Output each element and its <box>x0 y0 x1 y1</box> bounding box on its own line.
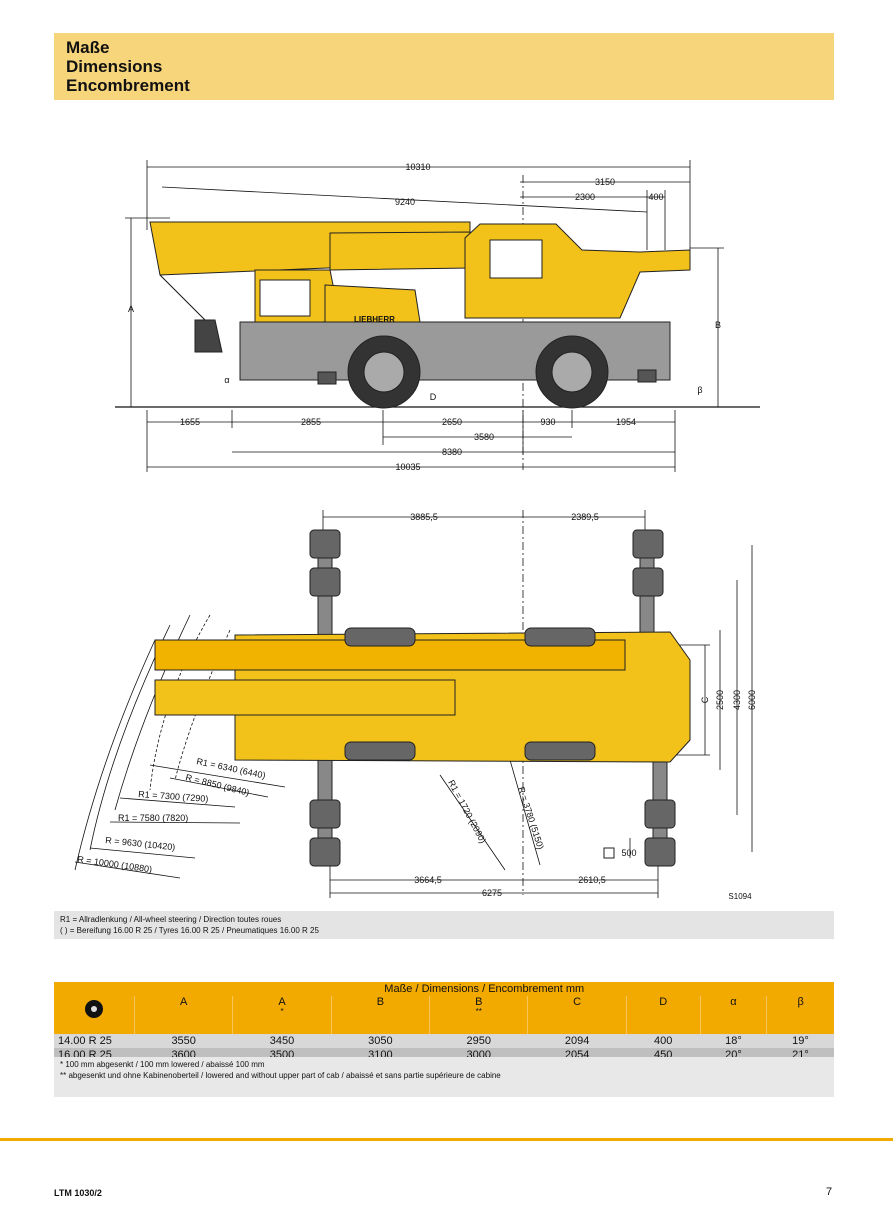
label-B: B <box>715 320 721 330</box>
label-beta: β <box>697 385 702 395</box>
cell: 3050 <box>331 1034 430 1048</box>
top-view-drawing: 3885,5 2389,5 3664,5 2610,5 6275 500 S10… <box>74 510 757 901</box>
radius-6: R = 10000 (10880) <box>77 854 153 874</box>
table-row: 14.00 R 25 3550 3450 3050 2950 2094 400 … <box>54 1034 834 1048</box>
dim-6000: 6000 <box>747 690 757 710</box>
dim-10035: 10035 <box>395 462 420 472</box>
footer-rule <box>0 1138 893 1141</box>
footnotes: * 100 mm abgesenkt / 100 mm lowered / ab… <box>54 1057 834 1097</box>
dim-500: 500 <box>621 848 636 858</box>
radius-8: R = 3780 (5150) <box>516 786 546 851</box>
header-line-de: Maße <box>66 38 110 57</box>
dim-overall-length: 10310 <box>405 162 430 172</box>
dim-3664: 3664,5 <box>414 875 442 885</box>
header-line-fr: Encombrement <box>66 76 190 95</box>
tyre-icon <box>85 1000 103 1018</box>
footnote-1: * 100 mm abgesenkt / 100 mm lowered / ab… <box>60 1060 265 1069</box>
dim-boom-length: 9240 <box>395 197 415 207</box>
page-header: Maße Dimensions Encombrement <box>54 33 834 100</box>
dim-2855: 2855 <box>301 417 321 427</box>
legend-notes: R1 = Allradlenkung / All-wheel steering … <box>54 911 834 939</box>
dim-2610: 2610,5 <box>578 875 606 885</box>
dim-4300: 4300 <box>732 690 742 710</box>
table-caption: Maße / Dimensions / Encombrement mm <box>134 982 834 996</box>
dim-6275: 6275 <box>482 888 502 898</box>
label-A: A <box>128 304 134 314</box>
cell: 2094 <box>527 1034 627 1048</box>
side-view-drawing: LIEBHERR 10310 9240 3150 2300 400 1655 2… <box>115 160 760 472</box>
col-B: B <box>376 996 385 1008</box>
dim-rear-2300: 2300 <box>575 192 595 202</box>
cell: 3550 <box>134 1034 233 1048</box>
cell: 3450 <box>232 1034 332 1048</box>
col-B-star: B <box>475 996 483 1008</box>
radius-7: R1 = 1720 (2090) <box>446 778 488 845</box>
col-beta: β <box>797 996 804 1008</box>
dim-2650: 2650 <box>442 417 462 427</box>
col-C: C <box>573 996 582 1008</box>
radius-4: R1 = 7580 (7820) <box>118 813 188 823</box>
dim-rear-400: 400 <box>648 192 663 202</box>
label-D: D <box>430 392 437 402</box>
dim-8380: 8380 <box>442 447 462 457</box>
col-alpha: α <box>730 996 737 1008</box>
cell: 18° <box>700 1034 767 1048</box>
col-B-mark: ** <box>475 1007 482 1016</box>
cell: 2950 <box>429 1034 528 1048</box>
model-name: LTM 1030/2 <box>54 1188 102 1198</box>
dim-2500: 2500 <box>715 690 725 710</box>
dim-3580: 3580 <box>474 432 494 442</box>
dim-1954: 1954 <box>616 417 636 427</box>
cell: 19° <box>766 1034 834 1048</box>
brand-label: LIEBHERR <box>354 315 395 324</box>
radius-5: R = 9630 (10420) <box>105 835 176 852</box>
col-D: D <box>659 996 668 1008</box>
dim-front-3885: 3885,5 <box>410 512 438 522</box>
header-line-en: Dimensions <box>66 57 163 76</box>
dim-930: 930 <box>540 417 555 427</box>
dim-1655: 1655 <box>180 417 200 427</box>
page-number: 7 <box>826 1186 833 1198</box>
radius-3: R1 = 7300 (7290) <box>138 789 209 804</box>
dim-C: C <box>700 696 710 703</box>
note-r1: R1 = Allradlenkung / All-wheel steering … <box>60 915 282 924</box>
col-A-mark: * <box>280 1007 284 1016</box>
cell: 14.00 R 25 <box>54 1034 135 1048</box>
cell: 400 <box>626 1034 701 1048</box>
dim-rear-2389: 2389,5 <box>571 512 599 522</box>
note-tyres: ( ) = Bereifung 16.00 R 25 / Tyres 16.00… <box>60 926 319 935</box>
col-A: A <box>180 996 188 1008</box>
label-alpha: α <box>224 375 229 385</box>
dim-rear-3150: 3150 <box>595 177 615 187</box>
col-A-star: A <box>278 996 286 1008</box>
dimensions-table: Maße / Dimensions / Encombrement mm A A*… <box>54 982 834 1062</box>
drawing-code: S1094 <box>728 892 752 901</box>
footnote-2: ** abgesenkt und ohne Kabinenoberteil / … <box>60 1071 501 1080</box>
